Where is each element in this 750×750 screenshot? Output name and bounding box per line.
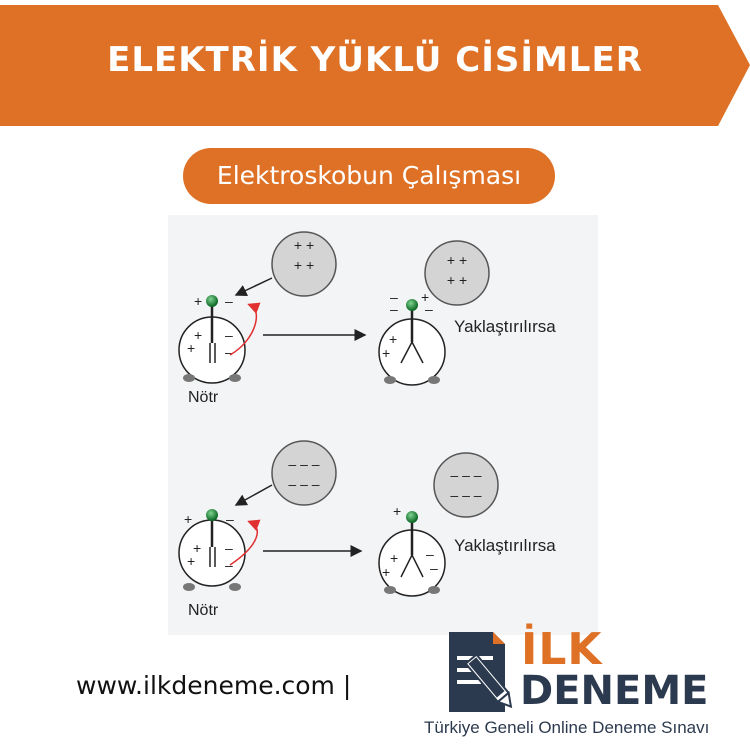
svg-text:+: + — [389, 331, 397, 347]
svg-text:+ +: + + — [294, 257, 314, 273]
logo-deneme-text: DENEME — [520, 668, 709, 714]
svg-text:+: + — [187, 553, 195, 569]
header-banner — [0, 5, 750, 126]
electron-flow-arrow — [229, 302, 261, 356]
svg-text:+: + — [382, 564, 390, 580]
svg-text:–: – — [430, 560, 438, 576]
svg-text:+: + — [194, 327, 202, 343]
svg-text:+: + — [390, 550, 398, 566]
diagram-svg: + + + + + – + + – – Nötr + + + + — [178, 231, 556, 619]
svg-text:+: + — [421, 289, 429, 305]
website-link[interactable]: www.ilkdeneme.com | — [76, 671, 352, 700]
svg-text:–: – — [225, 344, 233, 360]
negative-charged-rod-left: – – – – – – — [271, 440, 337, 506]
electroscope-neutral-2: + – + + – – — [178, 509, 246, 591]
svg-text:–: – — [225, 327, 233, 343]
electron-flow-arrow-2 — [229, 519, 261, 566]
svg-text:–: – — [390, 289, 398, 305]
svg-text:+ +: + + — [447, 252, 467, 268]
svg-text:+: + — [393, 503, 401, 519]
logo-ilk-text: İLK — [521, 624, 603, 675]
electroscope-charged-1: – – + – + + — [378, 289, 446, 386]
svg-text:–: – — [390, 301, 398, 317]
svg-text:+: + — [193, 540, 201, 556]
action-label-1: Yaklaştırılırsa — [454, 317, 556, 336]
svg-text:+: + — [187, 340, 195, 356]
svg-text:– – –: – – – — [450, 467, 481, 483]
svg-text:– – –: – – – — [288, 456, 319, 472]
action-label-2: Yaklaştırılırsa — [454, 536, 556, 555]
document-pen-icon — [449, 632, 513, 712]
svg-text:– – –: – – – — [450, 487, 481, 503]
state-label-neutral: Nötr — [188, 389, 219, 406]
positive-charged-rod-left: + + + + — [271, 231, 337, 297]
svg-text:–: – — [425, 301, 433, 317]
page-title: ELEKTRİK YÜKLÜ CİSİMLER — [107, 40, 643, 80]
logo-tagline: Türkiye Geneli Online Deneme Sınavı — [424, 718, 710, 737]
svg-text:–: – — [426, 546, 434, 562]
svg-text:–: – — [225, 293, 233, 309]
state-label-neutral-2: Nötr — [188, 602, 219, 619]
electroscope-diagram: + + + + + – + + – – Nötr + + + + — [168, 215, 598, 635]
svg-text:+ +: + + — [294, 237, 314, 253]
approach-arrow — [234, 277, 273, 296]
svg-text:– – –: – – – — [288, 476, 319, 492]
electroscope-charged-2: + + + – – — [378, 503, 446, 597]
subtitle-badge: Elektroskobun Çalışması — [183, 148, 555, 204]
svg-text:+ +: + + — [447, 272, 467, 288]
svg-text:–: – — [225, 557, 233, 573]
positive-charged-rod-right: + + + + — [424, 240, 490, 306]
approach-arrow-2 — [234, 484, 273, 506]
svg-text:+: + — [194, 293, 202, 309]
svg-text:+: + — [382, 345, 390, 361]
svg-text:–: – — [225, 540, 233, 556]
negative-charged-rod-right: – – – – – – — [433, 452, 499, 518]
svg-text:–: – — [226, 511, 234, 527]
svg-text:+: + — [184, 511, 192, 527]
electroscope-neutral-1: + – + + – – — [178, 293, 246, 384]
